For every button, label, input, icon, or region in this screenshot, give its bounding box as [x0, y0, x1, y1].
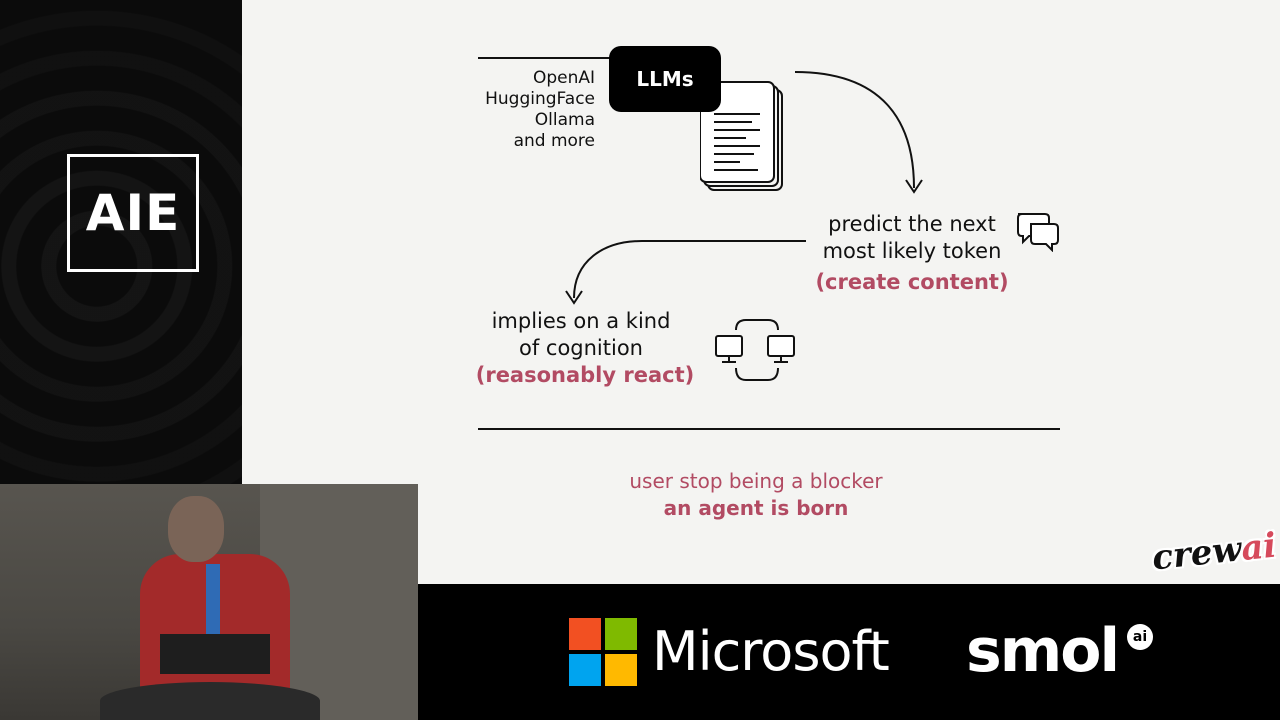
microsoft-logo-icon [569, 618, 637, 686]
predict-token-text: predict the next most likely token [812, 211, 1012, 265]
documents-icon [700, 81, 783, 191]
speaker-head [168, 496, 224, 562]
flow-arrows [565, 71, 923, 305]
top-rule [478, 57, 610, 59]
speaker-video-feed [0, 484, 418, 720]
provider-item: OpenAI [532, 68, 595, 88]
predict-line-1: predict the next [828, 212, 996, 236]
provider-item: and more [513, 131, 595, 151]
podium-table [100, 682, 320, 720]
connected-computers-icon [715, 319, 795, 381]
slide-divider [478, 428, 1060, 430]
arrow-to-implies [573, 240, 806, 299]
speaker-lanyard [206, 564, 220, 634]
arrow-head-implies [565, 290, 583, 305]
arrow-head-predict [905, 179, 923, 194]
provider-item: Ollama [534, 110, 595, 130]
crewai-logo-ai: ai [1238, 525, 1278, 570]
cognition-text: implies on a kind of cognition [474, 308, 688, 362]
speaker-laptop [160, 634, 270, 674]
smol-sponsor-text: smol [966, 616, 1120, 686]
smol-ai-badge: ai [1127, 624, 1153, 650]
user-stop-text: user stop being a blocker [629, 469, 883, 493]
create-content-label: (create content) [815, 270, 1009, 294]
aie-logo: AIE [67, 154, 199, 272]
arrow-to-predict [794, 71, 915, 189]
llm-providers-list: OpenAI HuggingFace Ollama and more [485, 68, 595, 152]
agent-born-text: an agent is born [663, 496, 849, 520]
implies-line-1: implies on a kind [491, 309, 671, 333]
event-branding-panel: AIE [0, 0, 242, 484]
reasonably-react-label: (reasonably react) [475, 363, 695, 387]
chat-bubbles-icon [1017, 213, 1059, 252]
provider-item: HuggingFace [485, 89, 595, 109]
microsoft-sponsor-text: Microsoft [652, 620, 890, 683]
llm-label-box: LLMs [609, 46, 721, 112]
implies-line-2: of cognition [518, 336, 643, 360]
predict-line-2: most likely token [822, 239, 1002, 263]
